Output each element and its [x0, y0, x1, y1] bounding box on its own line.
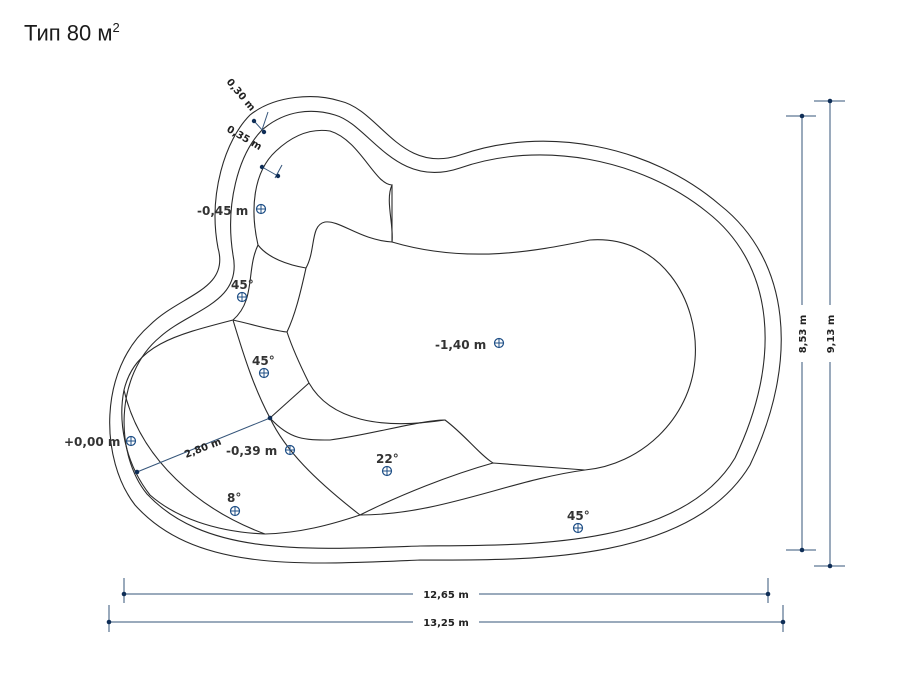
deep-zone-left [286, 331, 310, 384]
angle-marker-4 [229, 505, 241, 517]
slope-line-2 [269, 382, 310, 419]
radius-label: 2,80 m [183, 437, 223, 461]
width-inner-label: 12,65 m [423, 590, 469, 601]
step-divider-1 [286, 267, 307, 333]
wall-outer-label: 0,30 m [224, 77, 257, 114]
angle-label-1: 45° [231, 278, 254, 292]
pool-coping-edge [123, 110, 766, 549]
slope-line-1 [232, 319, 271, 419]
wall-thickness-dimension: 0,30 m 0,35 m [224, 77, 283, 179]
angle-marker-1 [236, 291, 248, 303]
level-marker-shallow [255, 203, 267, 215]
height-inner-label: 8,53 m [798, 315, 809, 354]
pool-outer-rim [109, 96, 782, 564]
angle-marker-2 [258, 367, 270, 379]
slope-line-7 [359, 462, 586, 516]
angle-label-5: 45° [567, 509, 590, 523]
slope-line-3 [308, 382, 494, 464]
title-superscript: 2 [112, 20, 120, 35]
height-inner-dimension: 8,53 m [786, 113, 816, 553]
angle-label-3: 22° [376, 452, 399, 466]
width-inner-dimension: 12,65 m [121, 578, 771, 603]
angle-label-2: 45° [252, 354, 275, 368]
level-marker-deep [493, 337, 505, 349]
step-divider-2 [232, 319, 288, 333]
pool-water-edge [121, 129, 696, 535]
step-line-upper [305, 221, 393, 269]
step-arc-top [257, 244, 307, 269]
level-marker-edge [125, 435, 137, 447]
slope-line-6 [123, 389, 266, 535]
level-label-deep: -1,40 m [435, 338, 486, 352]
angle-marker-3 [381, 465, 393, 477]
angle-marker-5 [572, 522, 584, 534]
page-title: Тип 80 м2 [24, 20, 120, 46]
width-outer-dimension: 13,25 m [106, 605, 786, 632]
slope-line-4 [269, 417, 446, 441]
title-text: Тип 80 м [24, 20, 113, 46]
wall-inner-label: 0,35 m [225, 124, 264, 153]
level-label-mid: -0,39 m [226, 444, 277, 458]
level-marker-mid [284, 444, 296, 456]
width-outer-label: 13,25 m [423, 618, 469, 629]
height-outer-label: 9,13 m [826, 315, 837, 354]
angle-label-4: 8° [227, 491, 241, 505]
height-outer-dimension: 9,13 m [814, 98, 845, 569]
level-label-shallow: -0,45 m [197, 204, 248, 218]
slope-line-5 [269, 417, 361, 516]
level-label-edge: +0,00 m [64, 435, 120, 449]
